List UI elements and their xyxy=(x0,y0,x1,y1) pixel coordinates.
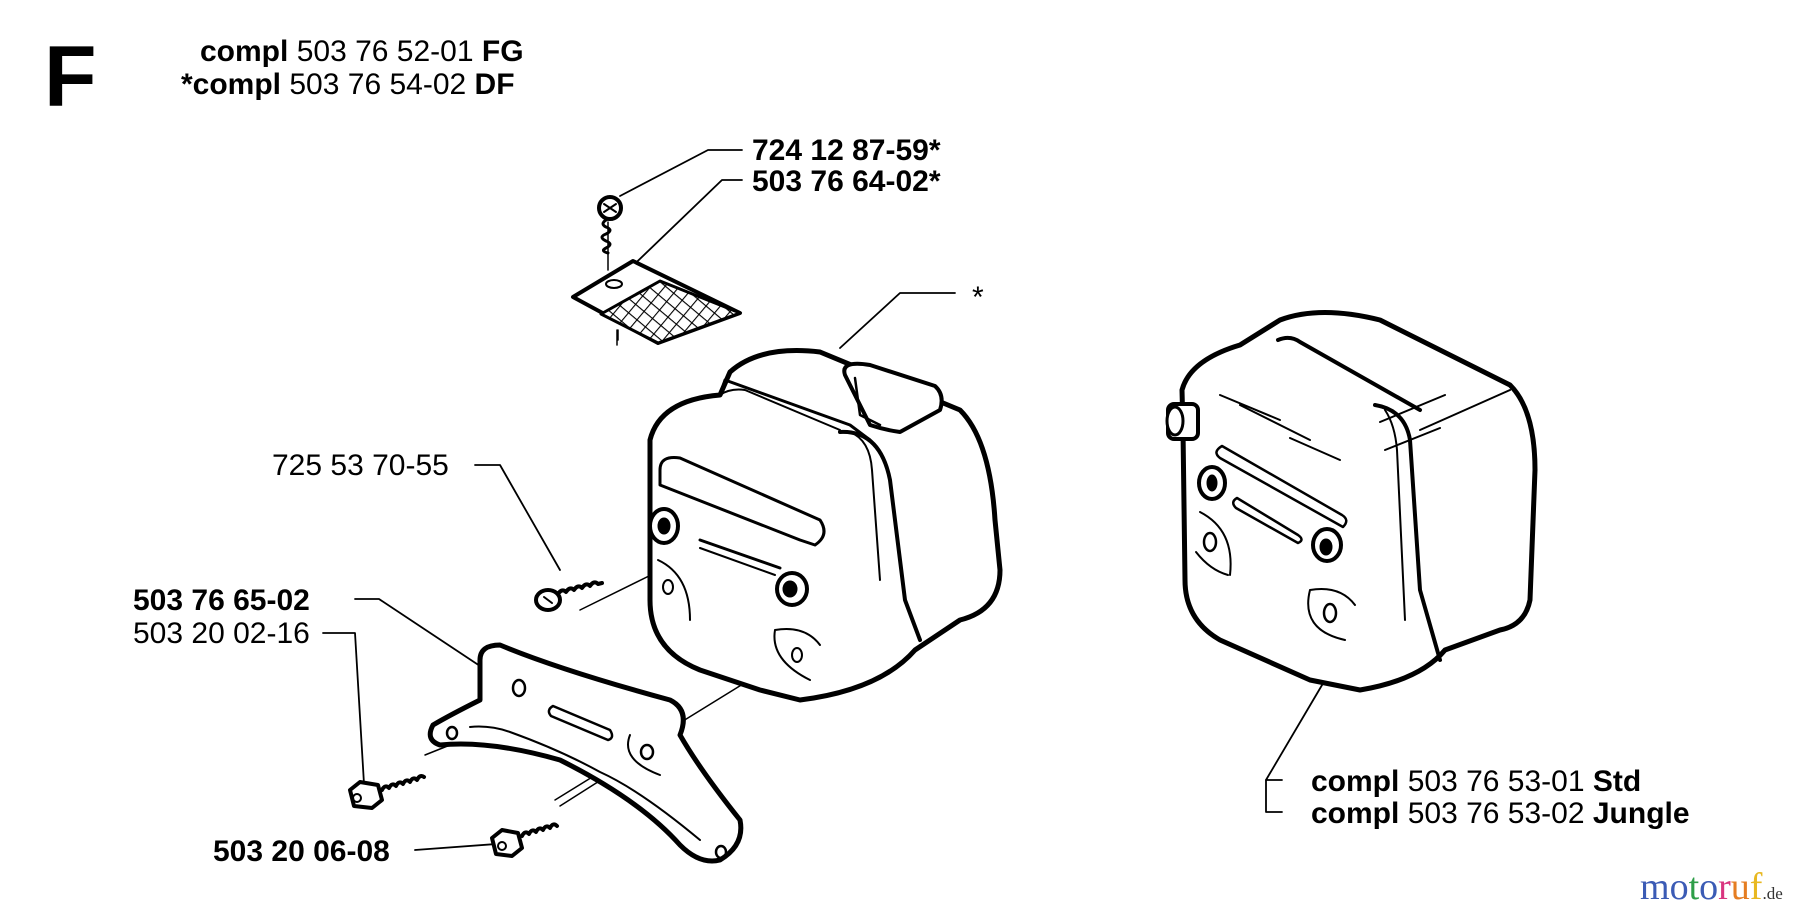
muffler-left-icon xyxy=(647,348,1003,703)
callout-bolt-lower: 503 20 06-08 xyxy=(213,835,390,868)
watermark-logo: motoruf.de xyxy=(1640,868,1783,906)
header-prefix: compl xyxy=(200,35,289,68)
callout-screen-top: 503 76 64-02* xyxy=(752,165,941,198)
header-line-df: *compl 503 76 54-02 DF xyxy=(181,70,515,100)
header-number: 503 76 52-01 xyxy=(296,35,474,68)
logo-letter: o xyxy=(1669,866,1689,908)
logo-letter: r xyxy=(1718,866,1731,908)
screw-top-icon xyxy=(597,195,623,255)
logo-letter: f xyxy=(1749,866,1763,908)
section-letter: F xyxy=(44,29,97,125)
assembly-suffix: Jungle xyxy=(1592,797,1690,830)
header-line-fg: compl 503 76 52-01 FG xyxy=(200,37,524,67)
screw-side-icon xyxy=(534,580,604,612)
callout-screw-top: 724 12 87-59* xyxy=(752,134,941,167)
assembly-prefix: compl xyxy=(1311,765,1400,798)
logo-letter: m xyxy=(1640,866,1670,908)
assembly-number: 503 76 53-02 xyxy=(1407,797,1585,830)
assembly-suffix: Std xyxy=(1592,765,1642,798)
callout-bracket: 503 76 65-02 xyxy=(133,584,310,617)
bolt-lower-icon xyxy=(490,822,559,858)
bolt-upper-icon xyxy=(348,774,426,810)
header-number: 503 76 54-02 xyxy=(289,68,467,101)
assembly-number: 503 76 53-01 xyxy=(1407,765,1585,798)
logo-tld: .de xyxy=(1762,884,1783,903)
logo-letter: t xyxy=(1688,866,1700,908)
header-suffix: FG xyxy=(481,35,524,68)
logo-letter: o xyxy=(1699,866,1719,908)
assembly-line-std: compl 503 76 53-01 Std xyxy=(1311,767,1641,797)
spark-screen-icon xyxy=(571,259,742,345)
callout-star-note: * xyxy=(972,281,984,314)
header-suffix: DF xyxy=(474,68,515,101)
bracket-icon xyxy=(427,642,744,864)
assembly-prefix: compl xyxy=(1311,797,1400,830)
header-prefix: *compl xyxy=(181,68,282,101)
callout-screw-side: 725 53 70-55 xyxy=(272,449,449,482)
callout-bolt-upper: 503 20 02-16 xyxy=(133,617,310,650)
muffler-right-icon xyxy=(1165,310,1538,693)
logo-letter: u xyxy=(1730,866,1750,908)
assembly-line-jungle: compl 503 76 53-02 Jungle xyxy=(1311,799,1690,829)
